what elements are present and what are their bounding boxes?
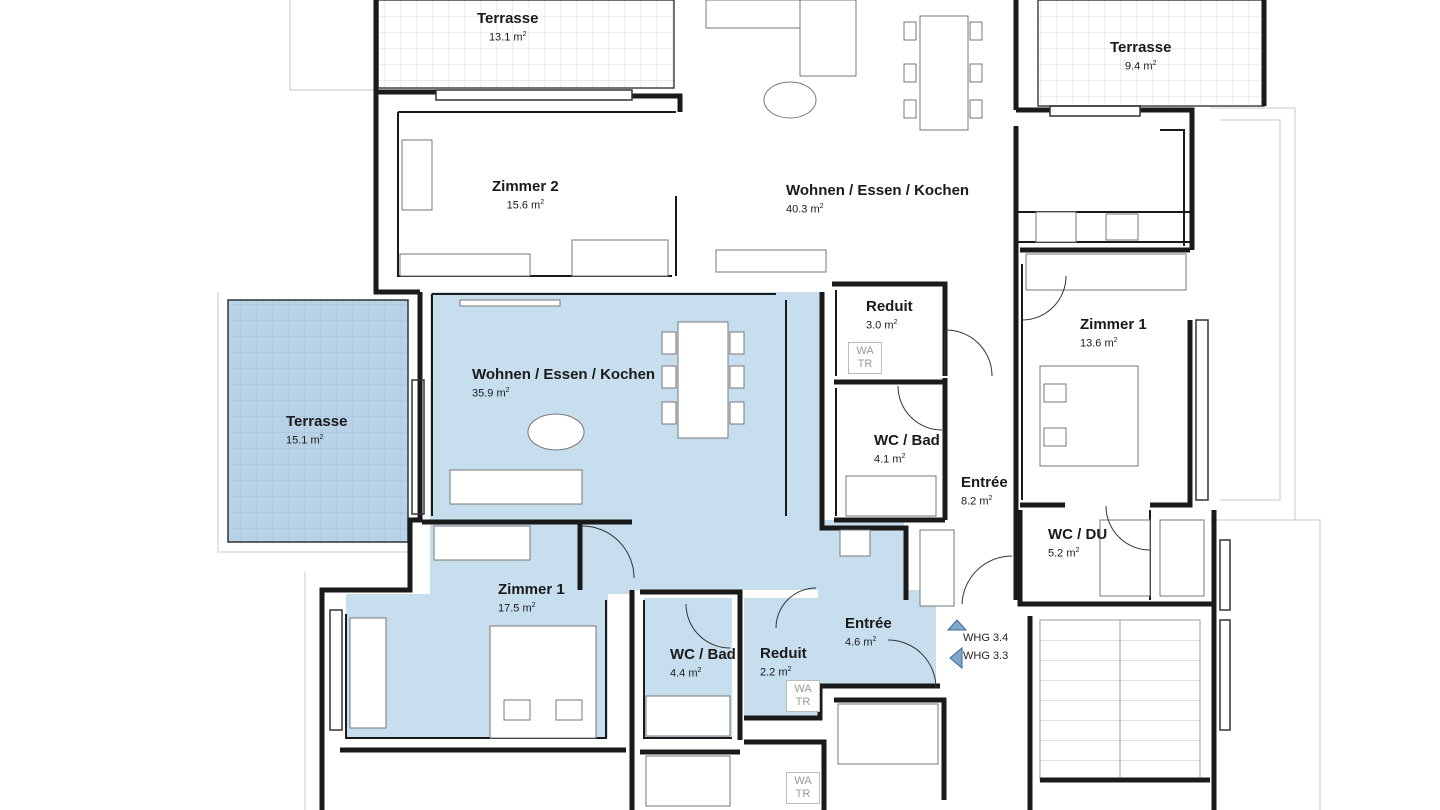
room-label-zimmer-2: Zimmer 2 15.6 m2 [492, 178, 559, 212]
whg-3-4-marker [946, 619, 968, 631]
room-label-terrace-left: Terrasse 15.1 m2 [286, 413, 348, 447]
room-label-reduit-highlight: Reduit 2.2 m2 [760, 645, 807, 679]
whg-3-3-marker [949, 646, 963, 670]
furniture [349, 0, 1205, 807]
room-label-wc-bad-highlight: WC / Bad 4.4 m2 [670, 646, 736, 680]
room-label-entree-right: Entrée 8.2 m2 [961, 474, 1008, 508]
door-swings [581, 275, 1151, 689]
room-label-zimmer-1-highlight: Zimmer 1 17.5 m2 [498, 581, 565, 615]
room-label-wc-bad-top: WC / Bad 4.1 m2 [874, 432, 940, 466]
unit-marker-label: WHG 3.3 [963, 650, 1009, 662]
windows [329, 89, 1231, 731]
room-label-reduit-top: Reduit 3.0 m2 [866, 298, 913, 332]
room-label-zimmer-1-right: Zimmer 1 13.6 m2 [1080, 316, 1147, 350]
room-label-entree-highlight: Entrée 4.6 m2 [845, 615, 892, 649]
room-label-living-top: Wohnen / Essen / Kochen 40.3 m2 [786, 182, 970, 216]
room-label-terrace-top-right: Terrasse 9.4 m2 [1110, 39, 1172, 73]
terrace-left-highlight [227, 299, 409, 543]
room-label-living-highlight: Wohnen / Essen / Kochen 35.9 m2 [472, 366, 656, 400]
unit-marker-label: WHG 3.4 [963, 632, 1009, 644]
balcony-outlines [217, 0, 1321, 810]
room-label-wc-du: WC / DU 5.2 m2 [1048, 526, 1108, 560]
room-label-terrace-top-left: Terrasse 13.1 m2 [477, 10, 539, 44]
terrace-top-left [377, 0, 675, 89]
walls [319, 0, 1267, 810]
